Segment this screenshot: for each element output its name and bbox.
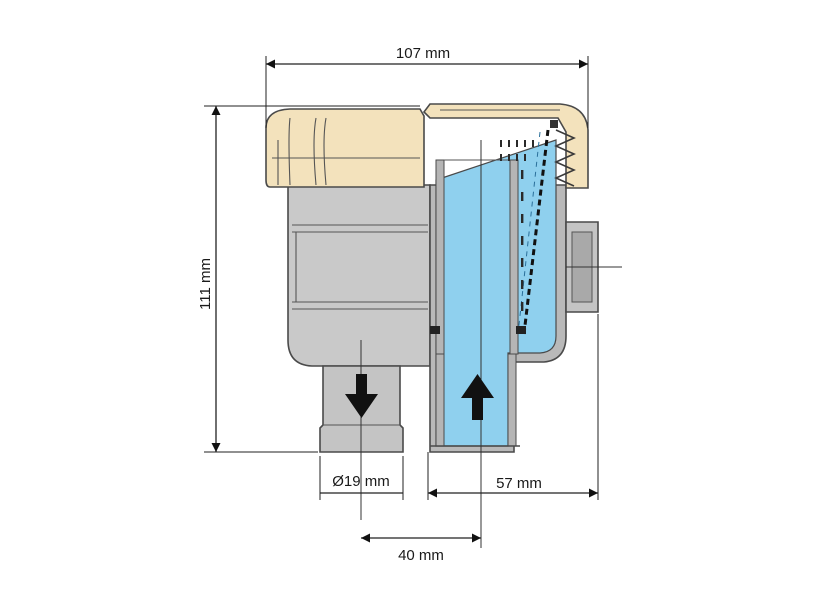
label-height-total: 111 mm (197, 258, 214, 310)
arrow-down-icon (345, 374, 378, 418)
label-port-diameter: Ø19 mm (332, 473, 390, 490)
label-width-total: 107 mm (396, 45, 450, 62)
label-port-spacing: 40 mm (398, 547, 444, 564)
arrow-up-icon (461, 374, 494, 420)
cutaway-section (429, 129, 567, 453)
housing-body (287, 184, 431, 367)
lid (265, 103, 589, 189)
label-side-offset: 57 mm (496, 475, 542, 492)
side-port (565, 221, 622, 313)
